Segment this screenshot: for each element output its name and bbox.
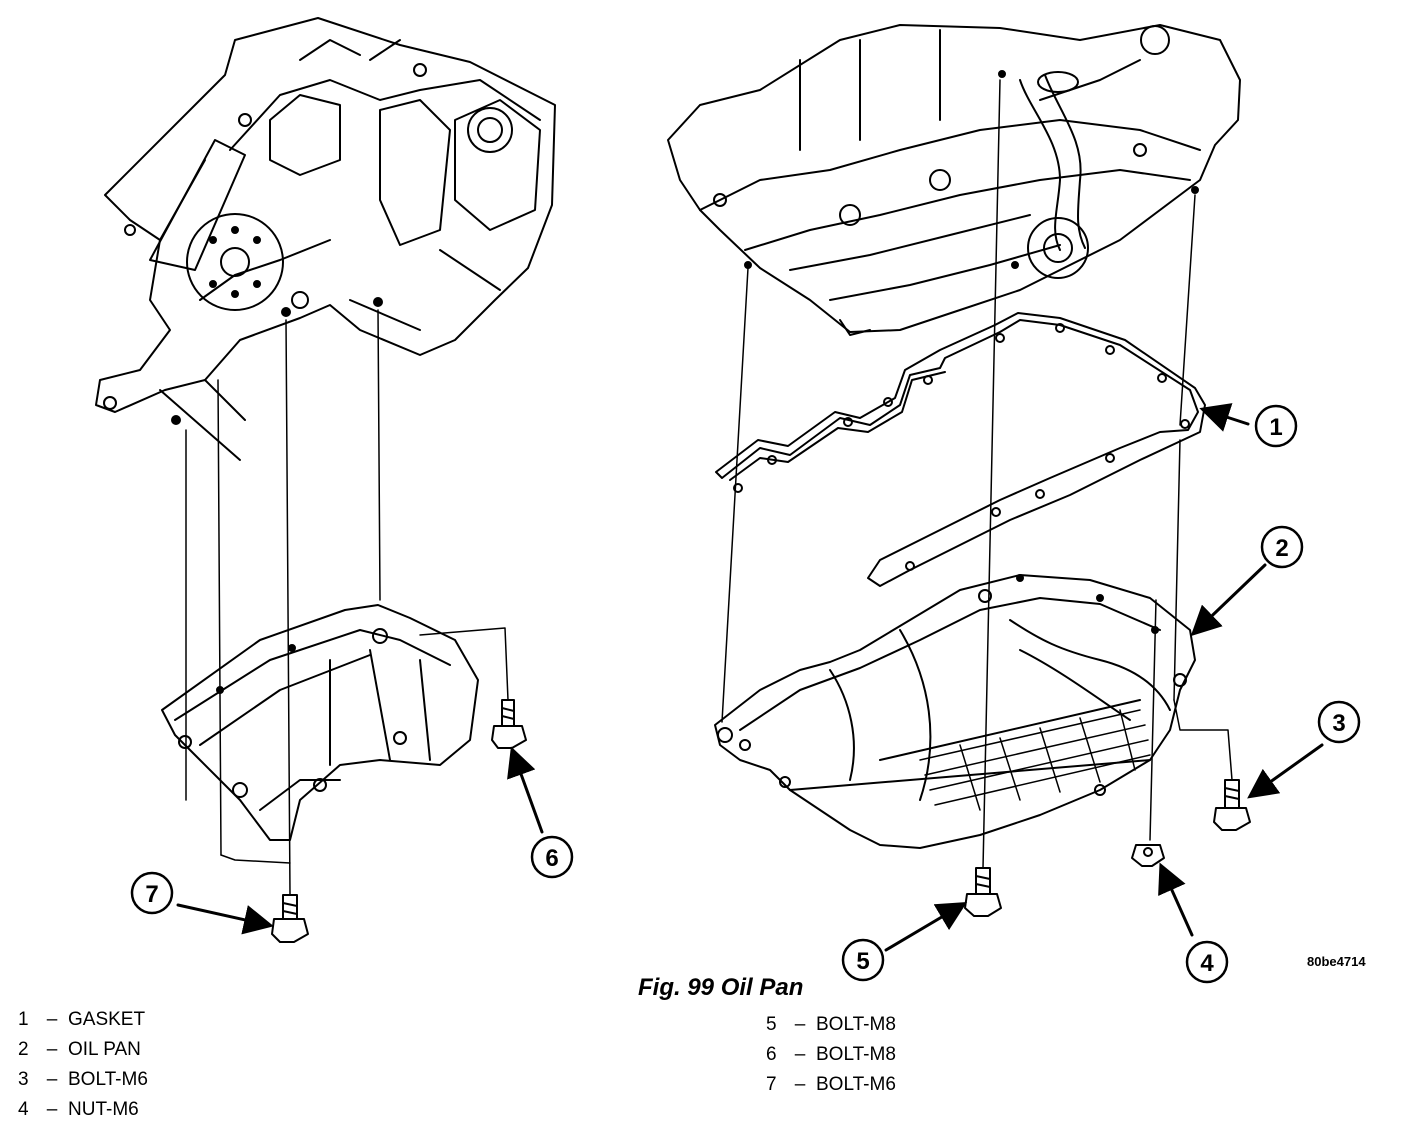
callout-6: 6 [530,835,574,879]
svg-text:7: 7 [145,881,158,908]
legend-item: 7 – BOLT-M6 [766,1070,896,1100]
legend-dash: – [794,1044,806,1065]
callout-5: 5 [841,938,885,982]
figure-code: 80be4714 [1307,954,1366,969]
legend-dash: – [794,1014,806,1035]
legend-dash: – [46,1069,58,1090]
legend-number: 4 [18,1099,29,1120]
legend-item: 1 – GASKET [18,1005,148,1035]
legend-dash: – [46,1099,58,1120]
gasket-part [715,312,1206,587]
svg-text:4: 4 [1200,950,1214,977]
bolt-7-part [271,894,309,943]
callout-7: 7 [130,871,174,915]
svg-text:6: 6 [545,845,558,872]
callout-1: 1 [1254,404,1298,448]
legend-number: 1 [18,1009,29,1030]
legend-dash: – [46,1009,58,1030]
figure-title: Fig. 99 Oil Pan [638,974,804,1001]
legend-item: 3 – BOLT-M6 [18,1065,148,1095]
legend-left: 1 – GASKET 2 – OIL PAN 3 – BOLT-M6 4 – N… [18,1005,148,1125]
left-alignment-lines [185,309,509,896]
oil-pan-part [714,574,1196,849]
svg-text:1: 1 [1269,414,1282,441]
left-engine-block [95,17,556,461]
bolt-5-part [964,867,1002,917]
legend-dash: – [794,1074,806,1095]
legend-dash: – [46,1039,58,1060]
bolt-3-part [1213,779,1251,831]
bolt-6-part [491,699,527,749]
legend-number: 6 [766,1044,777,1065]
svg-text:3: 3 [1332,710,1345,737]
callout-2: 2 [1260,525,1304,569]
svg-text:2: 2 [1275,535,1288,562]
legend-number: 5 [766,1014,777,1035]
legend-number: 2 [18,1039,29,1060]
svg-text:5: 5 [856,948,869,975]
legend-label: BOLT-M6 [816,1074,896,1095]
legend-label: BOLT-M8 [816,1044,896,1065]
callout-arrows [176,403,1324,952]
left-oil-pan [161,604,479,841]
legend-label: GASKET [68,1009,146,1030]
callout-4: 4 [1185,940,1229,984]
legend-label: BOLT-M8 [816,1014,896,1035]
legend-right: 5 – BOLT-M8 6 – BOLT-M8 7 – BOLT-M6 [766,1010,896,1100]
legend-item: 6 – BOLT-M8 [766,1040,896,1070]
nut-4-part [1131,844,1165,867]
legend-label: BOLT-M6 [68,1069,148,1090]
legend-number: 7 [766,1074,777,1095]
legend-item: 4 – NUT-M6 [18,1095,148,1125]
callout-3: 3 [1317,700,1361,744]
legend-item: 5 – BOLT-M8 [766,1010,896,1040]
right-alignment-lines [721,79,1233,869]
right-engine-block [667,24,1241,336]
legend-number: 3 [18,1069,29,1090]
legend-label: OIL PAN [68,1039,141,1060]
legend-item: 2 – OIL PAN [18,1035,148,1065]
legend-label: NUT-M6 [68,1099,139,1120]
